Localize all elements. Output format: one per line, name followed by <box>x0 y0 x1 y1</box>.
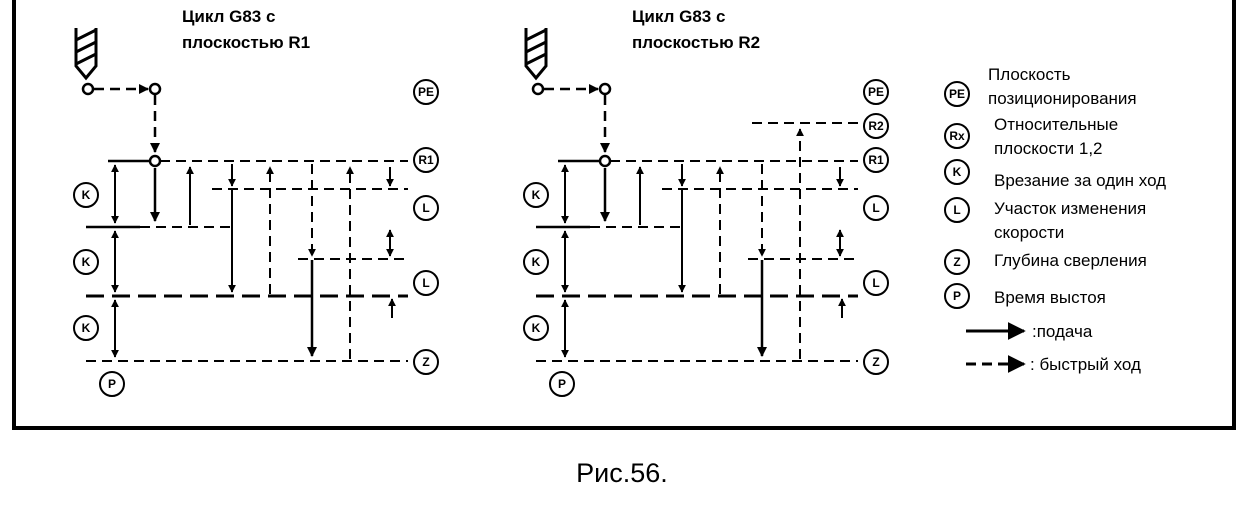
legend-rx-line2: плоскости 1,2 <box>994 139 1103 158</box>
legend-pe-line1: Плоскость <box>988 65 1071 84</box>
drill-icon <box>524 28 548 81</box>
left-label-l1: L <box>422 201 429 215</box>
left-label-r1: R1 <box>418 153 434 167</box>
legend-p-line1: Время выстоя <box>994 288 1106 307</box>
left-label-l2: L <box>422 276 429 290</box>
left-diagram: Цикл G83 с плоскостью R1 <box>73 7 439 397</box>
right-label-pe: PE <box>868 85 884 99</box>
right-label-p: P <box>558 377 566 391</box>
left-title-line1: Цикл G83 с <box>182 7 275 26</box>
left-label-pe: PE <box>418 85 434 99</box>
right-title-line1: Цикл G83 с <box>632 7 725 26</box>
left-label-k3: K <box>82 321 91 335</box>
legend-symbol-k: K <box>953 165 962 179</box>
drill-icon <box>74 28 98 81</box>
initial-point <box>148 82 162 96</box>
legend-symbol-pe: PE <box>949 87 965 101</box>
left-label-p: P <box>108 377 116 391</box>
legend-l-line1: Участок изменения <box>994 199 1146 218</box>
legend-symbol-z: Z <box>953 255 960 269</box>
left-title-line2: плоскостью R1 <box>182 33 310 52</box>
r-point <box>148 154 162 168</box>
legend-k-line1: Врезание за один ход <box>994 171 1166 190</box>
legend-pe-line2: позиционирования <box>988 89 1137 108</box>
right-title-line2: плоскостью R2 <box>632 33 760 52</box>
right-label-k1: K <box>532 188 541 202</box>
right-label-k3: K <box>532 321 541 335</box>
legend-l-line2: скорости <box>994 223 1064 242</box>
right-label-r2: R2 <box>868 119 884 133</box>
start-point <box>81 82 95 96</box>
right-label-z: Z <box>872 355 879 369</box>
legend-z-line1: Глубина сверления <box>994 251 1147 270</box>
left-label-k2: K <box>82 255 91 269</box>
legend-rapid-label: : быстрый ход <box>1030 355 1141 374</box>
left-label-k1: K <box>82 188 91 202</box>
figure-caption: Рис.56. <box>576 458 668 488</box>
right-diagram: Цикл G83 с плоскостью R2 <box>523 7 889 397</box>
right-label-l1: L <box>872 201 879 215</box>
left-label-z: Z <box>422 355 429 369</box>
legend-symbol-rx: Rx <box>949 129 965 143</box>
legend-rx-line1: Относительные <box>994 115 1118 134</box>
legend-feed-label: :подача <box>1032 322 1093 341</box>
right-label-k2: K <box>532 255 541 269</box>
right-label-r1: R1 <box>868 153 884 167</box>
legend: PE Плоскость позиционирования Rx Относит… <box>944 65 1166 374</box>
right-label-l2: L <box>872 276 879 290</box>
diagram-frame <box>12 0 1236 430</box>
legend-symbol-p: P <box>953 289 961 303</box>
legend-symbol-l: L <box>953 203 960 217</box>
